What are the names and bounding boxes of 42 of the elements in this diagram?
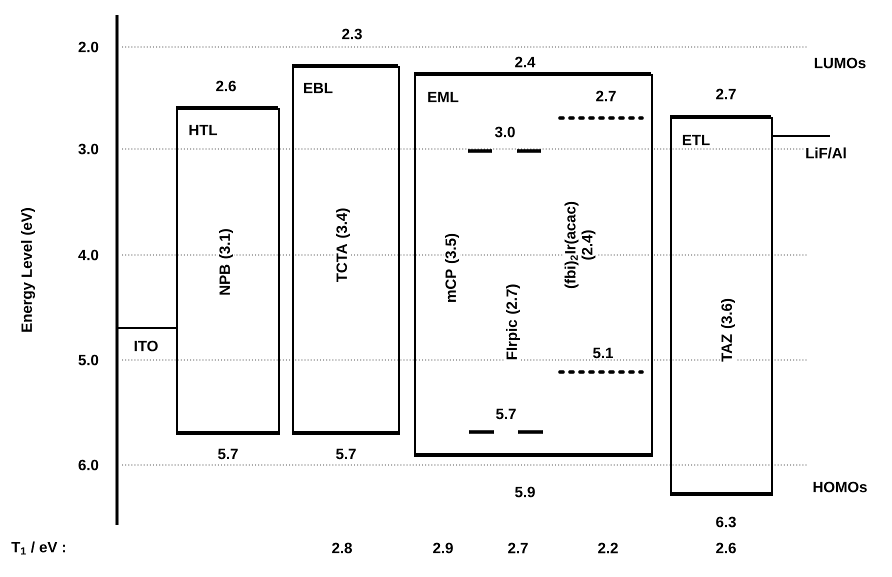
axis-title: Energy Level (eV) [20,206,36,334]
electrode-label: LiF/Al [804,146,848,160]
electrode-label: ITO [132,340,160,352]
tick-label: 4.0 [77,248,100,262]
tick-label: 5.0 [77,354,100,366]
layer-label: EML [426,90,460,104]
material-label: TCTA (3.4) [335,183,351,307]
material-label: NPB (3.1) [218,200,234,324]
material-label: mCP (3.5) [444,206,460,330]
row-heading: T$_{1}$ / eV : [10,540,68,556]
axis-note: LUMOs [812,56,868,70]
material-label: (fbi)$_{2}$Ir(acac) (2.4) [564,183,596,307]
tick-label: 2.0 [77,40,100,54]
energy-level-box [670,88,773,528]
energy-value: 2.8 [330,542,354,554]
energy-level-box [176,80,280,460]
energy-value: 5.1 [592,346,614,360]
energy-level-box [414,56,653,498]
layer-label: HTL [187,124,219,136]
material-label: TAZ (3.6) [720,268,736,392]
energy-value: 2.7 [506,542,530,554]
energy-value: 2.7 [594,90,618,102]
energy-value: 3.0 [494,126,516,138]
energy-value: 6.3 [714,516,738,528]
energy-value: 2.2 [596,542,620,554]
energy-value: 2.4 [514,56,536,68]
energy-value: 2.7 [714,88,738,100]
layer-label: ETL [680,134,712,146]
energy-value: 5.9 [514,486,536,498]
axis-note: HOMOs [812,480,868,494]
material-label: FIrpic (2.7) [505,260,521,384]
energy-value: 2.6 [714,542,738,554]
energy-value: 2.6 [214,80,238,92]
layer-label: EBL [302,82,334,94]
energy-value: 2.9 [432,542,454,554]
energy-value: 5.7 [216,448,240,460]
energy-level-box [292,28,400,460]
energy-value: 5.7 [334,448,358,460]
tick-label: 3.0 [77,142,100,156]
tick-label: 6.0 [77,458,100,472]
energy-value: 5.7 [494,408,518,420]
energy-value: 2.3 [340,28,364,40]
